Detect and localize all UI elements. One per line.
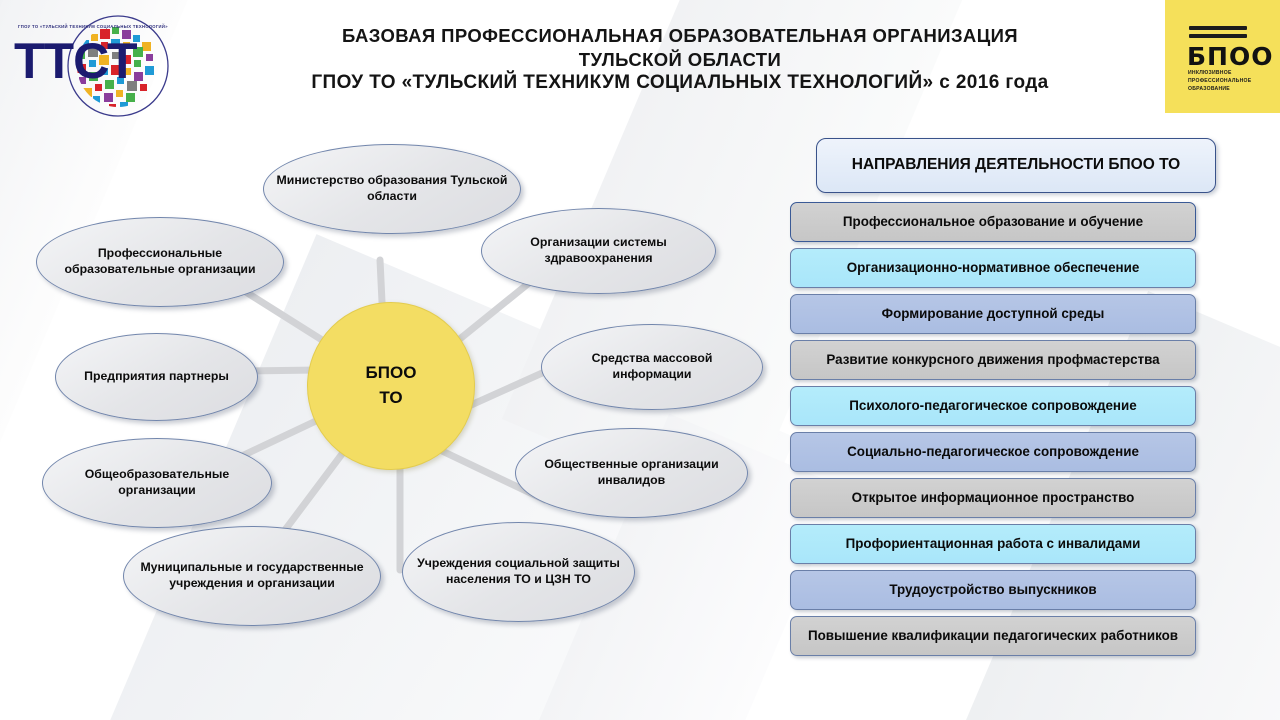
panel-item-normative-support[interactable]: Организационно-нормативное обеспечение (790, 248, 1196, 288)
mosaic-circle-icon (66, 14, 170, 118)
panel-list: Профессиональное образование и обучение … (790, 202, 1200, 656)
activity-directions-panel: НАПРАВЛЕНИЯ ДЕЯТЕЛЬНОСТИ БПОО ТО Професс… (790, 138, 1216, 662)
bpoo-logo-subtitle: ИНКЛЮЗИВНОЕ ПРОФЕССИОНАЛЬНОЕ ОБРАЗОВАНИЕ (1188, 70, 1252, 92)
bpoo-logo-badge: БПОО ИНКЛЮЗИВНОЕ ПРОФЕССИОНАЛЬНОЕ ОБРАЗО… (1165, 0, 1280, 113)
node-label: Организации системы здравоохранения (530, 235, 667, 265)
node-label: Общественные организации инвалидов (544, 457, 719, 487)
panel-item-label: Формирование доступной среды (881, 305, 1105, 321)
mindmap-node-mass-media[interactable]: Средства массовой информации (541, 324, 763, 410)
panel-item-teacher-training[interactable]: Повышение квалификации педагогических ра… (790, 616, 1196, 656)
mindmap-node-ministry[interactable]: Министерство образования Тульской област… (263, 144, 521, 234)
panel-item-label: Профессиональное образование и обучение (842, 213, 1144, 229)
page-title: БАЗОВАЯ ПРОФЕССИОНАЛЬНАЯ ОБРАЗОВАТЕЛЬНАЯ… (200, 24, 1160, 96)
mindmap-node-prof-edu-orgs[interactable]: Профессиональные образовательные организ… (36, 217, 284, 307)
node-label: Средства массовой информации (591, 351, 713, 381)
panel-item-label: Организационно-нормативное обеспечение (846, 259, 1140, 275)
panel-header: НАПРАВЛЕНИЯ ДЕЯТЕЛЬНОСТИ БПОО ТО (816, 138, 1216, 193)
panel-item-label: Трудоустройство выпускников (889, 581, 1097, 597)
panel-item-open-information-space[interactable]: Открытое информационное пространство (790, 478, 1196, 518)
slide-header: ГПОУ ТО «ТУЛЬСКИЙ ТЕХНИКУМ СОЦИАЛЬНЫХ ТЕ… (0, 0, 1280, 120)
panel-item-label: Открытое информационное пространство (851, 489, 1135, 505)
mindmap-node-social-protection[interactable]: Учреждения социальной защиты населения Т… (402, 522, 635, 622)
title-line-3: ГПОУ ТО «ТУЛЬСКИЙ ТЕХНИКУМ СОЦИАЛЬНЫХ ТЕ… (311, 72, 1049, 94)
node-label: Учреждения социальной защиты населения Т… (417, 556, 620, 586)
panel-item-competition-movement[interactable]: Развитие конкурсного движения профмастер… (790, 340, 1196, 380)
hub-label-line2: ТО (379, 388, 403, 407)
bpoo-bars-icon (1189, 26, 1247, 42)
panel-item-label: Социально-педагогическое сопровождение (847, 443, 1139, 459)
mindmap-hub[interactable]: БПОО ТО (307, 302, 475, 470)
panel-item-accessible-environment[interactable]: Формирование доступной среды (790, 294, 1196, 334)
ttct-logo-caption: ГПОУ ТО «ТУЛЬСКИЙ ТЕХНИКУМ СОЦИАЛЬНЫХ ТЕ… (18, 24, 168, 29)
panel-item-psychological-support[interactable]: Психолого-педагогическое сопровождение (790, 386, 1196, 426)
panel-item-graduate-employment[interactable]: Трудоустройство выпускников (790, 570, 1196, 610)
ttct-logo-acronym: ТТСТ (14, 33, 137, 89)
panel-item-career-guidance[interactable]: Профориентационная работа с инвалидами (790, 524, 1196, 564)
panel-item-label: Психолого-педагогическое сопровождение (849, 397, 1137, 413)
mindmap-node-partner-enterprises[interactable]: Предприятия партнеры (55, 333, 258, 421)
panel-item-label: Повышение квалификации педагогических ра… (807, 627, 1179, 643)
panel-item-label: Развитие конкурсного движения профмастер… (826, 351, 1160, 367)
node-label: Предприятия партнеры (84, 369, 229, 384)
bpoo-logo-word: БПОО (1187, 42, 1274, 71)
node-label: Общеобразовательные организации (84, 467, 230, 497)
panel-item-prof-education[interactable]: Профессиональное образование и обучение (790, 202, 1196, 242)
node-label: Профессиональные образовательные организ… (64, 246, 256, 276)
node-label: Муниципальные и государственные учрежден… (140, 560, 364, 590)
mindmap-node-disabled-public-orgs[interactable]: Общественные организации инвалидов (515, 428, 748, 518)
ttct-logo: ГПОУ ТО «ТУЛЬСКИЙ ТЕХНИКУМ СОЦИАЛЬНЫХ ТЕ… (8, 6, 198, 118)
hub-label-line1: БПОО (365, 363, 417, 383)
mindmap-node-municipal-state-orgs[interactable]: Муниципальные и государственные учрежден… (123, 526, 381, 626)
mindmap: БПОО ТО Министерство образования Тульско… (0, 120, 790, 720)
panel-item-label: Профориентационная работа с инвалидами (845, 535, 1141, 551)
panel-item-social-pedagogical-support[interactable]: Социально-педагогическое сопровождение (790, 432, 1196, 472)
title-line-2: ТУЛЬСКОЙ ОБЛАСТИ (578, 48, 782, 70)
title-line-1: БАЗОВАЯ ПРОФЕССИОНАЛЬНАЯ ОБРАЗОВАТЕЛЬНАЯ… (342, 25, 1018, 46)
mindmap-node-general-edu-orgs[interactable]: Общеобразовательные организации (42, 438, 272, 528)
node-label: Министерство образования Тульской област… (276, 173, 508, 203)
mindmap-node-health-system[interactable]: Организации системы здравоохранения (481, 208, 716, 294)
